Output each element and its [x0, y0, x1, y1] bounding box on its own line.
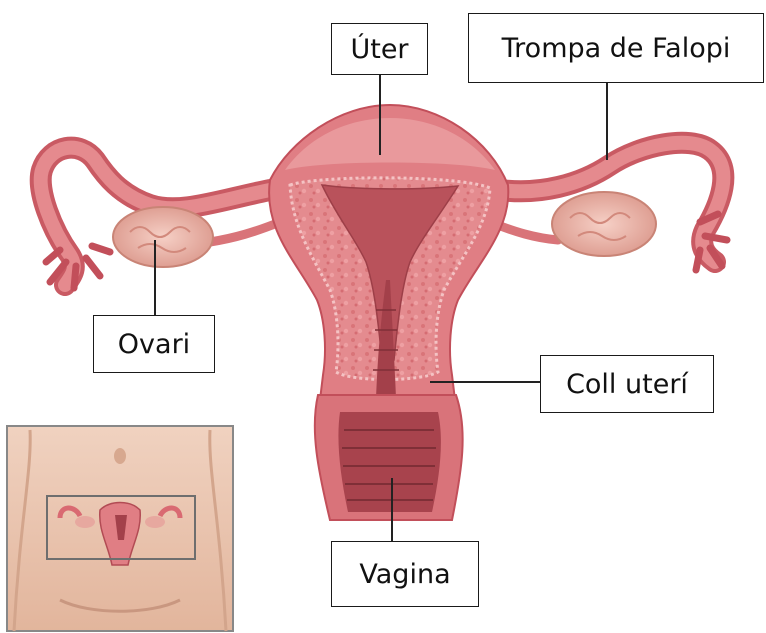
left-ovarian-ligament	[210, 222, 280, 242]
right-ovary	[552, 192, 656, 256]
left-ovary	[113, 207, 213, 267]
label-vagina: Vagina	[331, 541, 479, 607]
label-uterus: Úter	[331, 23, 428, 75]
label-fallopian-tube: Trompa de Falopi	[468, 13, 764, 83]
label-ovary: Ovari	[93, 315, 215, 373]
body-location-inset	[7, 426, 233, 631]
navel-icon	[114, 448, 126, 464]
vagina	[315, 395, 463, 520]
label-cervix: Coll uterí	[540, 355, 714, 413]
uterus	[269, 105, 508, 406]
